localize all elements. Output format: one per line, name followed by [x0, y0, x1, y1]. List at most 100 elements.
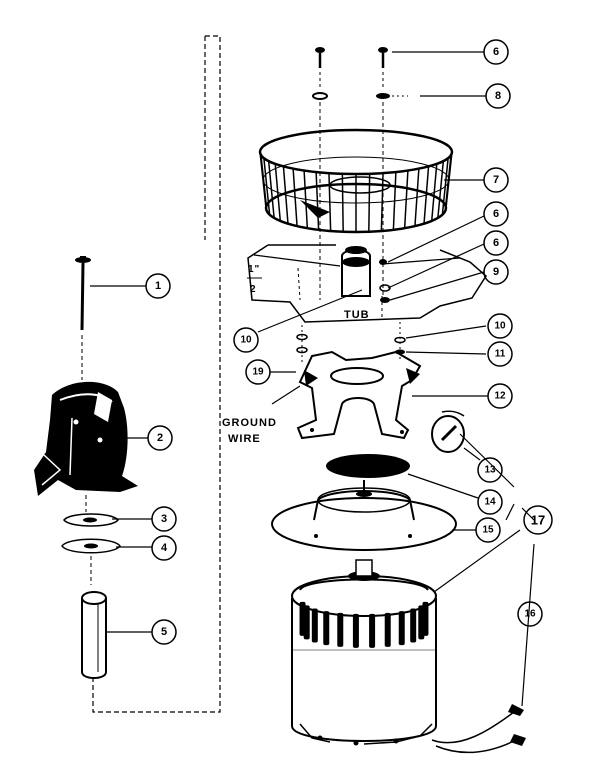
basket-bar [380, 173, 384, 232]
callout-16: 16 [517, 601, 543, 627]
top-washer-right [376, 93, 390, 99]
callout-10-left: 10 [233, 327, 259, 353]
callout-14: 14 [477, 489, 503, 515]
callout-6-lower-number: 6 [493, 237, 499, 249]
callout-17-number: 17 [531, 513, 545, 528]
callout-19: 19 [245, 359, 271, 385]
basket-bar [414, 168, 420, 227]
callout-10-right: 10 [487, 313, 513, 339]
basket-bar [368, 173, 371, 232]
callout-7-number: 7 [493, 174, 499, 186]
motor-vent [303, 605, 310, 640]
callout-2-number: 2 [157, 432, 163, 444]
part-3-washer [63, 513, 119, 527]
part-14-pad [326, 454, 410, 478]
bracket-washers-left [296, 325, 308, 362]
part-4-washer [61, 538, 121, 585]
part-5-sleeve [81, 591, 107, 679]
part-13-disc [431, 410, 465, 453]
callout-1-number: 1 [155, 280, 161, 292]
basket-bar [267, 161, 275, 219]
tub-plate [247, 244, 487, 323]
motor-vent [422, 601, 429, 636]
callout-5-number: 5 [161, 626, 167, 638]
callout-4-number: 4 [161, 542, 168, 554]
part-1-bolt [75, 256, 91, 380]
center-post [341, 246, 371, 297]
callout-16-number: 16 [524, 609, 536, 620]
leader-lines [90, 51, 535, 707]
left-dashed-bracket [92, 35, 221, 713]
callout-6-top: 6 [483, 39, 509, 65]
callout-13-number: 13 [484, 465, 496, 476]
callout-2: 2 [147, 425, 173, 451]
part-12-mount-bracket [296, 350, 422, 440]
basket-bar [282, 166, 289, 224]
callout-13: 13 [477, 457, 503, 483]
callout-15: 15 [475, 517, 501, 543]
callout-10-right-number: 10 [494, 321, 506, 332]
callout-8-number: 8 [495, 90, 501, 102]
part-15-motor-cover [271, 480, 457, 551]
motor-vent [369, 613, 376, 648]
basket-bar [274, 163, 282, 222]
part-17-motor [291, 559, 437, 746]
basket-bar [260, 155, 268, 212]
motor-vent [398, 611, 405, 646]
dimension-top: 1" [248, 264, 260, 275]
basket-bar [263, 158, 271, 215]
tub-dimension-mark: 1" 2 [247, 264, 262, 295]
basket-bar [303, 170, 309, 229]
basket-bar [403, 170, 409, 229]
basket-bar [292, 168, 298, 227]
callout-3-number: 3 [161, 513, 167, 525]
callout-7: 7 [483, 167, 509, 193]
basket-bar [430, 163, 438, 222]
dimension-bottom: 2 [250, 284, 257, 295]
callout-15-number: 15 [482, 525, 494, 536]
callout-6-top-number: 6 [493, 46, 499, 58]
basket-bar [441, 158, 449, 215]
ground-wire-label-line2: WIRE [228, 433, 261, 445]
basket-bar [328, 173, 332, 232]
basket-bar [341, 173, 344, 232]
basket-bar [423, 166, 430, 224]
callout-9-number: 9 [493, 266, 499, 278]
motor-vent [410, 608, 417, 643]
callout-6-middle-number: 6 [493, 208, 499, 220]
callout-12-number: 12 [494, 391, 506, 402]
top-screw-left [315, 47, 325, 68]
power-cord [431, 704, 526, 754]
basket-bar [315, 171, 320, 230]
ground-wire-label-line1: GROUND [222, 417, 277, 429]
basket-bar [392, 171, 397, 230]
callout-12: 12 [487, 383, 513, 409]
motor-vent [323, 611, 330, 646]
callout-10-left-number: 10 [240, 335, 252, 346]
tub-hardware [379, 259, 391, 303]
tub-label: TUB [344, 309, 370, 321]
part-7-wire-basket [258, 128, 454, 234]
basket-bar [437, 161, 445, 219]
callout-1: 1 [145, 273, 171, 299]
callout-17: 17 [523, 505, 553, 535]
callout-5: 5 [151, 619, 177, 645]
callout-8: 8 [485, 83, 511, 109]
motor-vent [337, 612, 344, 647]
callout-6-lower: 6 [483, 230, 509, 256]
callout-3: 3 [151, 506, 177, 532]
top-washer-left [312, 92, 328, 100]
callout-14-number: 14 [484, 497, 496, 508]
motor-vent [311, 608, 318, 643]
motor-vent [384, 612, 391, 647]
top-screw-right [378, 47, 388, 68]
motor-vent [352, 613, 359, 648]
callout-4: 4 [151, 535, 177, 561]
callout-9: 9 [483, 259, 509, 285]
callout-6-middle: 6 [483, 201, 509, 227]
callout-11-number: 11 [495, 349, 506, 360]
callout-11: 11 [487, 341, 513, 367]
callout-19-number: 19 [252, 367, 264, 378]
part-2-agitator-cap [34, 381, 138, 512]
